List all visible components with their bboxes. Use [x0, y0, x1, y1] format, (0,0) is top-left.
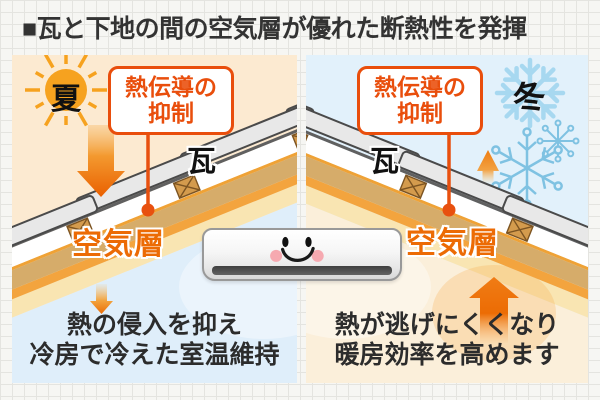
winter-roof-diagram — [306, 55, 588, 383]
winter-caption-line2: 暖房効率を高めます — [334, 341, 560, 369]
heat-down-arrow-icon — [77, 125, 125, 197]
season-label-summer: 夏 — [51, 83, 81, 116]
ac-right-cheek — [311, 249, 324, 262]
summer-roof-layers — [12, 55, 297, 383]
sun-icon — [25, 55, 107, 127]
winter-roof-layers — [306, 55, 588, 383]
tile-label-winter: 瓦 — [370, 146, 400, 178]
summer-heat-conduction-callout: 熱伝導の 抑制 — [108, 66, 234, 135]
callout-text-line2: 抑制 — [148, 99, 194, 126]
ac-left-cheek — [270, 249, 283, 262]
roof-battens — [66, 126, 297, 243]
air-conditioner-unit — [202, 228, 402, 281]
callout-text-line1: 熱伝導の — [374, 73, 466, 100]
ac-vent — [212, 266, 392, 275]
heat-up-arrow-icon — [469, 277, 519, 343]
callout-text-line1: 熱伝導の — [125, 73, 217, 100]
small-heat-up-arrow-icon — [477, 150, 499, 183]
winter-caption-line1: 熱が逃げにくくなり — [334, 311, 560, 339]
small-heat-down-arrow-icon — [90, 284, 113, 314]
summer-roof-diagram — [12, 55, 297, 383]
ac-smiley-face — [270, 236, 324, 262]
summer-caption-line2: 冷房で冷えた室温維持 — [29, 341, 280, 369]
roof-tiles — [306, 57, 588, 264]
summer-leader-line — [141, 125, 155, 217]
air-layer-label-winter: 空気層 — [406, 227, 499, 260]
page-title: ■瓦と下地の間の空気層が優れた断熱性を発揮 — [22, 15, 527, 43]
tile-label-summer: 瓦 — [187, 146, 217, 178]
ac-left-eye — [282, 236, 289, 248]
summer-caption-line1: 熱の侵入を抑え — [66, 311, 242, 339]
roof-battens — [306, 126, 534, 243]
roof-tiles — [12, 57, 297, 264]
winter-panel: 冬 熱伝導の 抑制 瓦 空気層 熱が逃げにくくなり 暖房効率を高めます — [306, 55, 588, 383]
ac-right-eye — [305, 236, 312, 248]
summer-panel: 夏 熱伝導の 抑制 瓦 空気層 熱の侵入を抑え 冷房で冷えた室温維持 — [12, 55, 297, 383]
winter-heat-conduction-callout: 熱伝導の 抑制 — [357, 66, 483, 135]
winter-leader-line — [442, 125, 456, 217]
callout-text-line2: 抑制 — [397, 99, 443, 126]
ac-smile — [280, 246, 315, 262]
air-layer-label-summer: 空気層 — [72, 228, 165, 261]
